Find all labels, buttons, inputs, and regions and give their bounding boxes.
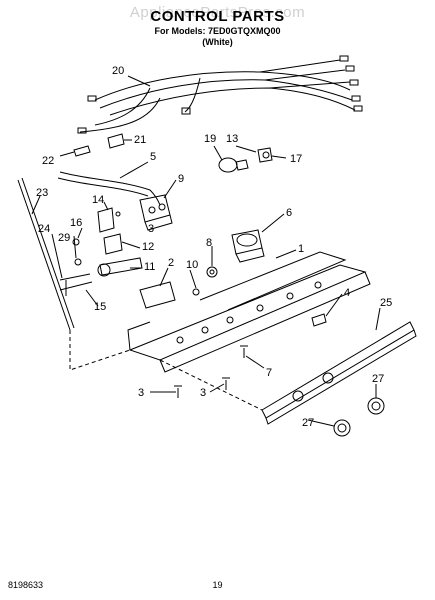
callout-24: 24 (38, 223, 50, 235)
document-number: 8198633 (8, 580, 44, 590)
callout-21: 21 (134, 134, 146, 146)
color-line: (White) (202, 37, 233, 47)
callout-7: 7 (266, 367, 272, 379)
callout-22: 22 (42, 155, 54, 167)
callout-2: 2 (168, 257, 174, 269)
callout-12: 12 (142, 241, 154, 253)
callout-5: 5 (150, 151, 156, 163)
callout-3: 3 (148, 223, 154, 235)
model-line: For Models: 7ED0GTQXMQ00 (154, 26, 281, 36)
callout-6: 6 (286, 207, 292, 219)
callout-27: 27 (302, 417, 314, 429)
callout-3: 3 (138, 387, 144, 399)
callout-13: 13 (226, 133, 238, 145)
callout-1: 1 (298, 243, 304, 255)
callout-27: 27 (372, 373, 384, 385)
callout-10: 10 (186, 259, 198, 271)
callout-9: 9 (178, 173, 184, 185)
callout-29: 29 (58, 232, 70, 244)
callout-19: 19 (204, 133, 216, 145)
callout-17: 17 (290, 153, 302, 165)
page-number: 19 (212, 580, 223, 590)
callout-4: 4 (344, 287, 350, 299)
watermark: AppliancePartsPros.com (129, 4, 306, 21)
callout-14: 14 (92, 194, 104, 206)
callout-15: 15 (94, 301, 106, 313)
callout-20: 20 (112, 65, 124, 77)
callout-23: 23 (36, 187, 48, 199)
callout-25: 25 (380, 297, 392, 309)
page-title: CONTROL PARTS (150, 8, 285, 25)
callout-11: 11 (144, 261, 155, 273)
callout-8: 8 (206, 237, 212, 249)
callout-16: 16 (70, 217, 82, 229)
callout-3: 3 (200, 387, 206, 399)
